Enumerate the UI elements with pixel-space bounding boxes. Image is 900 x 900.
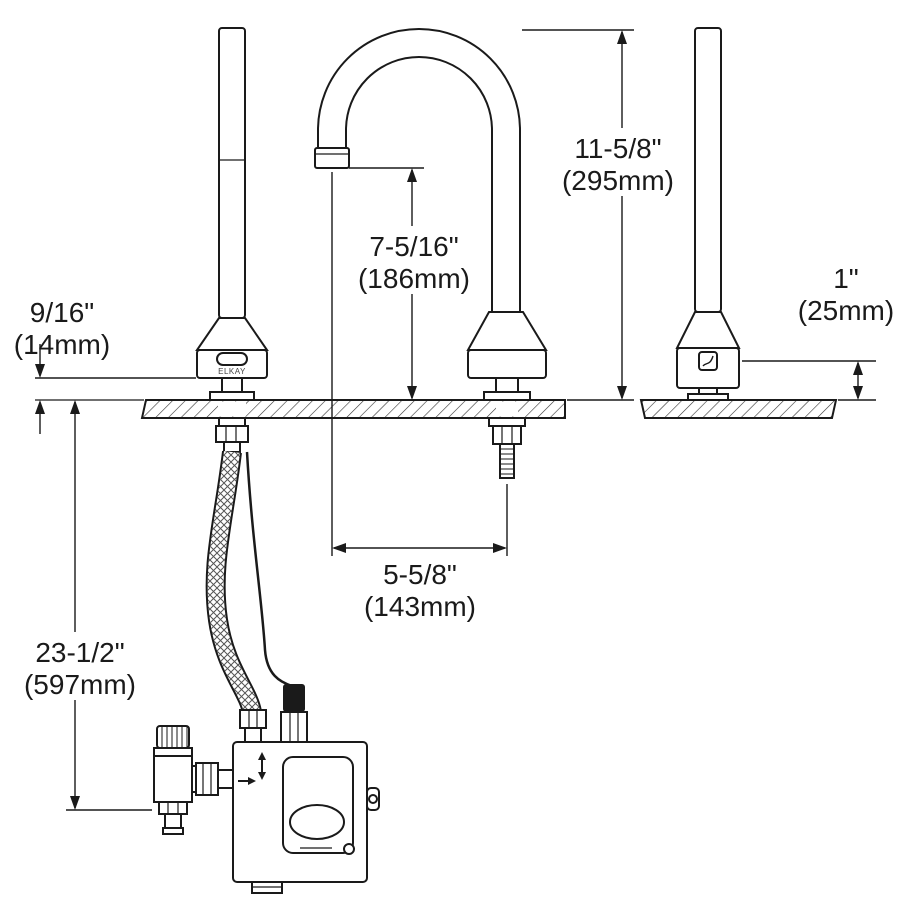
sensor-post-front-view (195, 27, 269, 453)
sensor-window-icon (216, 352, 248, 366)
stud-threads (500, 448, 514, 475)
hose-end-pipe (244, 727, 262, 743)
gooseneck-spout (314, 28, 548, 479)
dim-trim-ring-height (35, 344, 196, 434)
valve-cap-collar (153, 747, 193, 757)
dim-label-below-deck-depth-mm: (597mm) (24, 669, 136, 700)
sensor-icon-glyph (702, 355, 714, 367)
hose-end-nut (239, 709, 267, 729)
supply-hose (205, 450, 267, 743)
base-flange (209, 391, 255, 401)
dim-label-overall-height-mm: (295mm) (562, 165, 674, 196)
stud-washer (488, 417, 526, 427)
stud-nut (492, 425, 522, 445)
dim-overall-height (522, 29, 634, 401)
dim-label-trim-ring-height-mm: (14mm) (14, 329, 110, 360)
hose-fitting (223, 441, 241, 453)
deck-section-right (639, 399, 838, 419)
control-box (232, 741, 380, 894)
dim-label-spout-outlet-height-mm: (186mm) (358, 263, 470, 294)
base-neck (221, 377, 243, 393)
dim-spout-reach (331, 172, 508, 556)
spout-base-neck (495, 377, 519, 393)
cable-connector (283, 684, 305, 712)
dim-sensor-height (742, 360, 876, 401)
mounting-tab-hole (368, 794, 378, 804)
dim-label-overall-height-in: 11-5/8" (574, 133, 661, 164)
sensor-icon (698, 351, 718, 371)
base-cone (195, 317, 269, 351)
spout-tube-fill (319, 30, 519, 314)
flow-arrows-icon (258, 752, 266, 780)
deck-section-main (140, 399, 566, 419)
valve-body (153, 755, 193, 803)
spout-base-cone (466, 311, 548, 351)
dim-label-spout-reach-in: 5-5/8" (383, 559, 457, 590)
dim-label-sensor-height-mm: (25mm) (798, 295, 894, 326)
shutoff-valve (153, 725, 233, 835)
base-flange-side (687, 393, 729, 401)
cover-screw (343, 843, 355, 855)
knurl-lines (161, 727, 188, 747)
brand-label: ELKAY (218, 367, 246, 376)
post-tube-side (694, 27, 722, 313)
dim-label-spout-reach-mm: (143mm) (364, 591, 476, 622)
aerator (314, 147, 350, 169)
dim-label-trim-ring-height-in: 9/16" (30, 297, 94, 328)
inlet-arrow-icon (238, 777, 256, 785)
connector-nut (280, 711, 308, 743)
spout-base-flange (483, 391, 531, 401)
spout-base-body (467, 349, 547, 379)
valve-bottom-hex (158, 801, 188, 815)
valve-outlet-pipe (164, 813, 182, 829)
post-tube (218, 27, 246, 319)
sensor-post-side-view (675, 27, 741, 401)
cover-oval-window (289, 804, 345, 840)
hose-braid-texture (207, 451, 260, 714)
dim-label-below-deck-depth-in: 23-1/2" (35, 637, 124, 668)
shank-nut (215, 425, 249, 443)
shank-washer (218, 417, 246, 427)
union-nut (195, 762, 219, 796)
dim-label-spout-outlet-height-in: 7-5/16" (369, 231, 458, 262)
valve-outlet-cap (162, 827, 184, 835)
dim-below-deck-depth (66, 400, 152, 811)
base-cone-side (675, 311, 741, 349)
countertop-deck (35, 399, 838, 419)
dim-label-sensor-height-in: 1" (833, 263, 859, 294)
